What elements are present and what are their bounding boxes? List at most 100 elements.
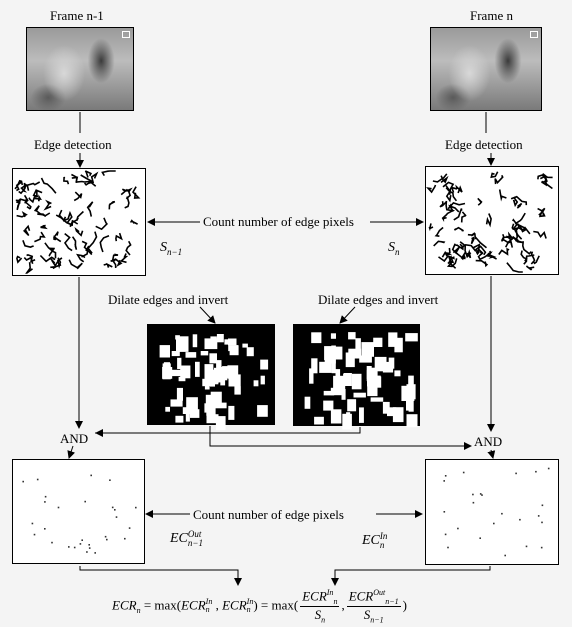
edge-stroke xyxy=(512,196,519,208)
edge-stroke xyxy=(425,184,437,194)
dilated-blob xyxy=(206,414,219,424)
edge-stroke xyxy=(470,236,475,245)
dilated-blob xyxy=(178,376,186,382)
frame-curr-image xyxy=(430,27,542,111)
dilated-blob xyxy=(177,357,182,369)
edge-stroke xyxy=(23,224,31,237)
edge-stroke xyxy=(32,189,43,198)
edge-dot xyxy=(504,554,506,557)
dilated-blob xyxy=(209,353,217,364)
edge-stroke xyxy=(485,213,492,228)
edge-stroke xyxy=(510,195,528,206)
dilated-blob xyxy=(405,333,418,342)
dilated-blob xyxy=(345,352,355,368)
dilated-blob xyxy=(216,360,222,374)
edge-stroke xyxy=(95,217,108,231)
edge-stroke xyxy=(445,200,456,215)
dilated-blob xyxy=(359,355,372,363)
edge-dot xyxy=(88,544,90,546)
edge-stroke xyxy=(512,235,523,244)
dilated-blob xyxy=(206,406,216,416)
edge-dot xyxy=(88,547,91,549)
dilated-blob xyxy=(176,336,189,352)
edge-stroke xyxy=(438,250,449,263)
edge-stroke xyxy=(121,187,133,193)
edge-stroke xyxy=(26,254,36,263)
edge-stroke xyxy=(129,219,138,225)
dilated-blob xyxy=(342,413,352,430)
edge-dot xyxy=(22,480,24,483)
edge-stroke xyxy=(475,245,487,256)
dilated-blob xyxy=(162,363,171,380)
dilated-blob xyxy=(204,338,218,350)
edge-dot xyxy=(481,494,483,496)
edge-stroke xyxy=(44,242,57,259)
edge-stroke xyxy=(448,204,460,213)
edge-stroke xyxy=(506,262,523,273)
edge-stroke xyxy=(16,255,23,264)
edge-dot xyxy=(90,474,92,477)
edge-dot xyxy=(447,546,449,549)
edge-stroke xyxy=(490,171,499,179)
dilated-blob xyxy=(260,375,265,385)
edge-stroke xyxy=(84,170,93,178)
edge-dot xyxy=(44,495,47,498)
and-left-label: AND xyxy=(60,431,89,446)
dilated-blob xyxy=(170,369,183,377)
edge-dot xyxy=(472,493,474,496)
edge-stroke xyxy=(71,173,79,183)
edge-stroke xyxy=(541,181,553,190)
edge-stroke xyxy=(514,212,526,225)
dilated-blob xyxy=(211,369,224,383)
edge-stroke xyxy=(530,251,536,265)
edge-stroke xyxy=(34,231,46,243)
edge-stroke xyxy=(71,236,78,250)
edge-stroke xyxy=(103,262,113,268)
edge-stroke xyxy=(43,199,52,211)
edge-stroke xyxy=(500,238,514,248)
edge-stroke xyxy=(23,194,29,204)
edge-dot xyxy=(106,538,108,541)
edge-stroke xyxy=(24,201,32,210)
edge-dot xyxy=(443,511,446,513)
edge-stroke xyxy=(477,250,492,261)
dilated-blob xyxy=(195,361,200,377)
edge-dot xyxy=(128,527,131,529)
edge-stroke xyxy=(494,174,504,185)
edge-dot xyxy=(44,501,46,503)
edge-stroke xyxy=(63,176,70,185)
edge-stroke xyxy=(87,231,98,254)
dilated-blob xyxy=(319,361,332,373)
s-curr-symbol: Sn xyxy=(388,240,400,257)
arrow-and-right-to-result xyxy=(487,449,496,459)
edge-stroke xyxy=(498,189,507,202)
edge-dot xyxy=(86,551,88,553)
dilated-blob xyxy=(257,405,268,417)
edge-dot xyxy=(111,506,114,509)
edge-dot xyxy=(68,546,70,548)
edge-stroke xyxy=(538,211,546,218)
dilated-blob xyxy=(406,396,411,411)
edge-dot xyxy=(135,506,137,509)
edge-stroke xyxy=(64,232,73,252)
edge-detection-right-label: Edge detection xyxy=(445,137,523,152)
dilated-blob xyxy=(330,333,336,339)
dilated-blob xyxy=(408,396,414,412)
dilated-blob xyxy=(204,364,214,379)
arrow-dilated-curr-to-and-left xyxy=(95,427,361,434)
dilated-blob xyxy=(367,375,381,385)
edge-dot xyxy=(115,516,118,518)
dilated-blob xyxy=(180,365,191,379)
edge-stroke xyxy=(442,181,455,195)
edge-dot xyxy=(109,479,111,481)
result-map-prev xyxy=(12,459,145,564)
dilated-blob xyxy=(387,407,397,417)
dilated-blob xyxy=(309,368,314,384)
edge-dot xyxy=(36,478,39,481)
dilated-blob xyxy=(408,375,414,388)
edge-stroke xyxy=(80,174,94,186)
dilated-blob xyxy=(355,338,361,354)
dilated-blob xyxy=(388,332,398,347)
